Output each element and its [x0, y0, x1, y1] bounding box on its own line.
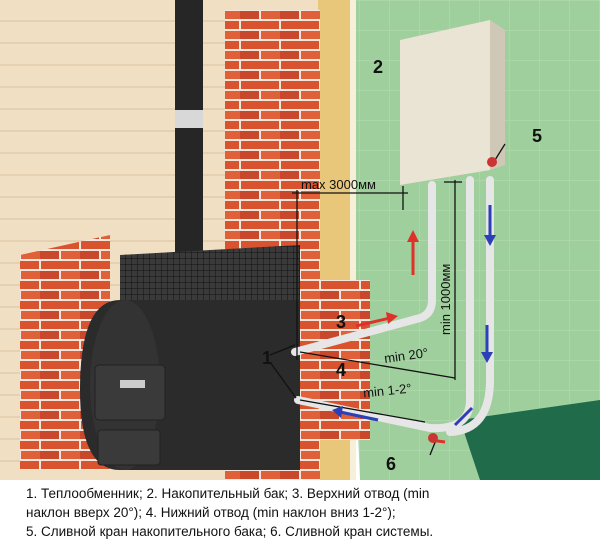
- label-2: 2: [373, 57, 384, 77]
- label-3: 3: [336, 312, 347, 332]
- storage-tank: [400, 20, 490, 185]
- caption-line-2: наклон вверх 20°); 4. Нижний отвод (min …: [26, 505, 396, 520]
- cold-flow-arrows: [332, 205, 496, 427]
- label-6: 6: [386, 454, 397, 474]
- label-4: 4: [336, 360, 347, 380]
- max-distance-dimension: max 3000мм: [301, 177, 376, 192]
- caption-line-1: 1. Теплообменник; 2. Накопительный бак; …: [26, 486, 430, 501]
- ash-door: [97, 429, 161, 466]
- hot-flow-arrows: [355, 230, 446, 444]
- legend-caption: 1. Теплообменник; 2. Накопительный бак; …: [26, 484, 586, 541]
- stove-door: [94, 364, 166, 421]
- tank-drain-valve: [487, 157, 497, 167]
- label-1: 1: [262, 348, 273, 368]
- stove-water-tank-diagram: [0, 0, 600, 480]
- caption-line-3: 5. Сливной кран накопительного бака; 6. …: [26, 524, 434, 539]
- system-drain-valve: [428, 433, 438, 443]
- label-5: 5: [532, 126, 543, 146]
- min-height-dimension: min 1000мм: [438, 263, 453, 335]
- chimney-pipe: [175, 0, 203, 280]
